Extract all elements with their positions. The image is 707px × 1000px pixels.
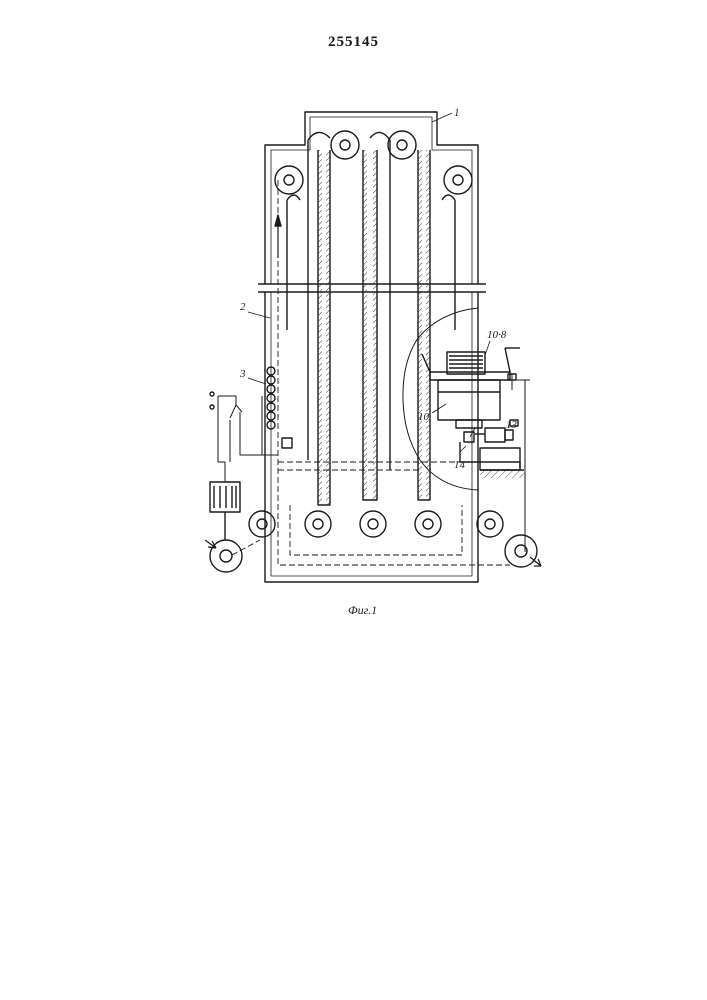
bottom-roller-5 [477, 511, 503, 537]
bottom-roller-4 [415, 511, 441, 537]
top-roller-4 [444, 166, 472, 194]
circuit [218, 396, 278, 482]
break-band [258, 284, 486, 292]
label-14: 14 [454, 459, 466, 471]
label-10: 10 [418, 411, 430, 423]
bottom-roller-3 [360, 511, 386, 537]
control-unit [422, 348, 520, 428]
label-1: 1 [454, 107, 460, 119]
motor-left [210, 482, 240, 540]
hook-right [442, 195, 455, 330]
takeup-reel [505, 535, 537, 567]
figure-caption: Фиг.1 [348, 603, 377, 618]
top-roller-1 [331, 131, 359, 159]
top-roller-2 [388, 131, 416, 159]
hook-left [287, 195, 300, 330]
partition-center [363, 150, 377, 500]
label-10-8: 10·8 [487, 329, 507, 341]
bottom-roller-2 [305, 511, 331, 537]
partition-left [318, 150, 330, 505]
label-3: 3 [239, 368, 246, 380]
control-shaft [512, 374, 530, 552]
label-13: 13 [506, 419, 518, 431]
label-2: 2 [240, 301, 246, 313]
partition-right [418, 150, 430, 500]
top-roller-3 [275, 166, 303, 194]
